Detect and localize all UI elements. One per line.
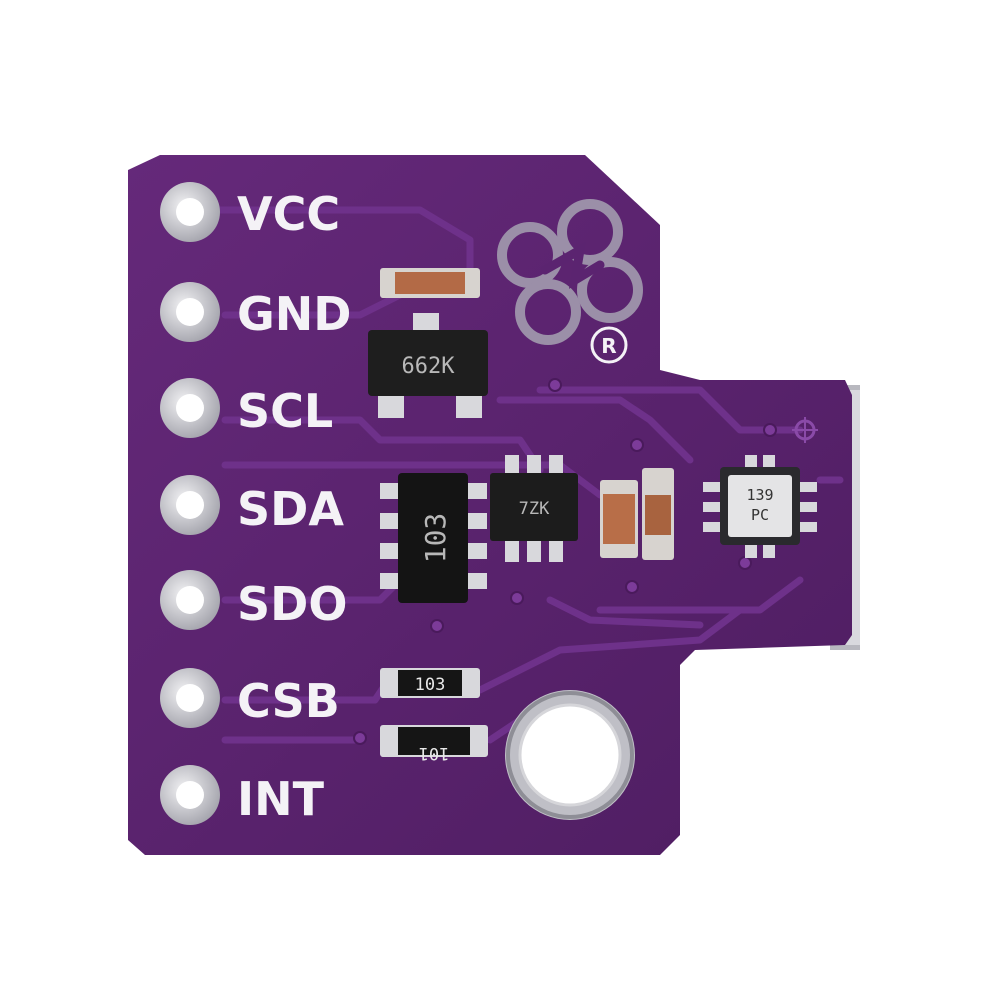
sensor-marking-line1: 139: [746, 486, 773, 504]
resistor-2: 101: [380, 725, 488, 763]
resistor-1-marking: 103: [415, 675, 446, 695]
regulator-marking: 662K: [402, 354, 456, 379]
resistor-array: 103: [380, 473, 487, 603]
mounting-hole: [505, 690, 635, 820]
resistor-array-marking: 103: [419, 513, 452, 564]
pin-label-gnd: GND: [237, 287, 351, 341]
pad-scl: [160, 378, 220, 438]
vias: [353, 366, 818, 745]
pin-label-sda: SDA: [237, 482, 344, 536]
pin-label-scl: SCL: [237, 384, 333, 438]
svg-text:R: R: [601, 334, 616, 358]
transistor-chip: 7ZK: [490, 455, 578, 562]
pin-labels: VCC GND SCL SDA SDO CSB INT: [237, 187, 351, 826]
pad-gnd: [160, 282, 220, 342]
pressure-sensor: 139 PC: [703, 455, 817, 558]
pinwheel-logo: [497, 199, 643, 345]
pin-label-csb: CSB: [237, 674, 340, 728]
resistor-1: 103: [380, 668, 480, 698]
pcb-traces: [216, 206, 844, 744]
pin-label-sdo: SDO: [237, 577, 347, 631]
registered-mark: R: [590, 326, 628, 364]
regulator-chip: 662K: [368, 313, 488, 418]
pad-sda: [160, 475, 220, 535]
capacitor-right: [642, 468, 674, 560]
pin-label-int: INT: [237, 772, 325, 826]
transistor-marking: 7ZK: [519, 499, 550, 519]
header-pads: [160, 182, 220, 825]
resistor-2-marking: 101: [419, 743, 450, 763]
sensor-marking-line2: PC: [751, 506, 769, 524]
capacitor-top: [380, 268, 480, 298]
capacitor-left: [600, 480, 638, 558]
pad-int: [160, 765, 220, 825]
pad-csb: [160, 668, 220, 728]
pin-label-vcc: VCC: [237, 187, 340, 241]
pad-vcc: [160, 182, 220, 242]
pad-sdo: [160, 570, 220, 630]
